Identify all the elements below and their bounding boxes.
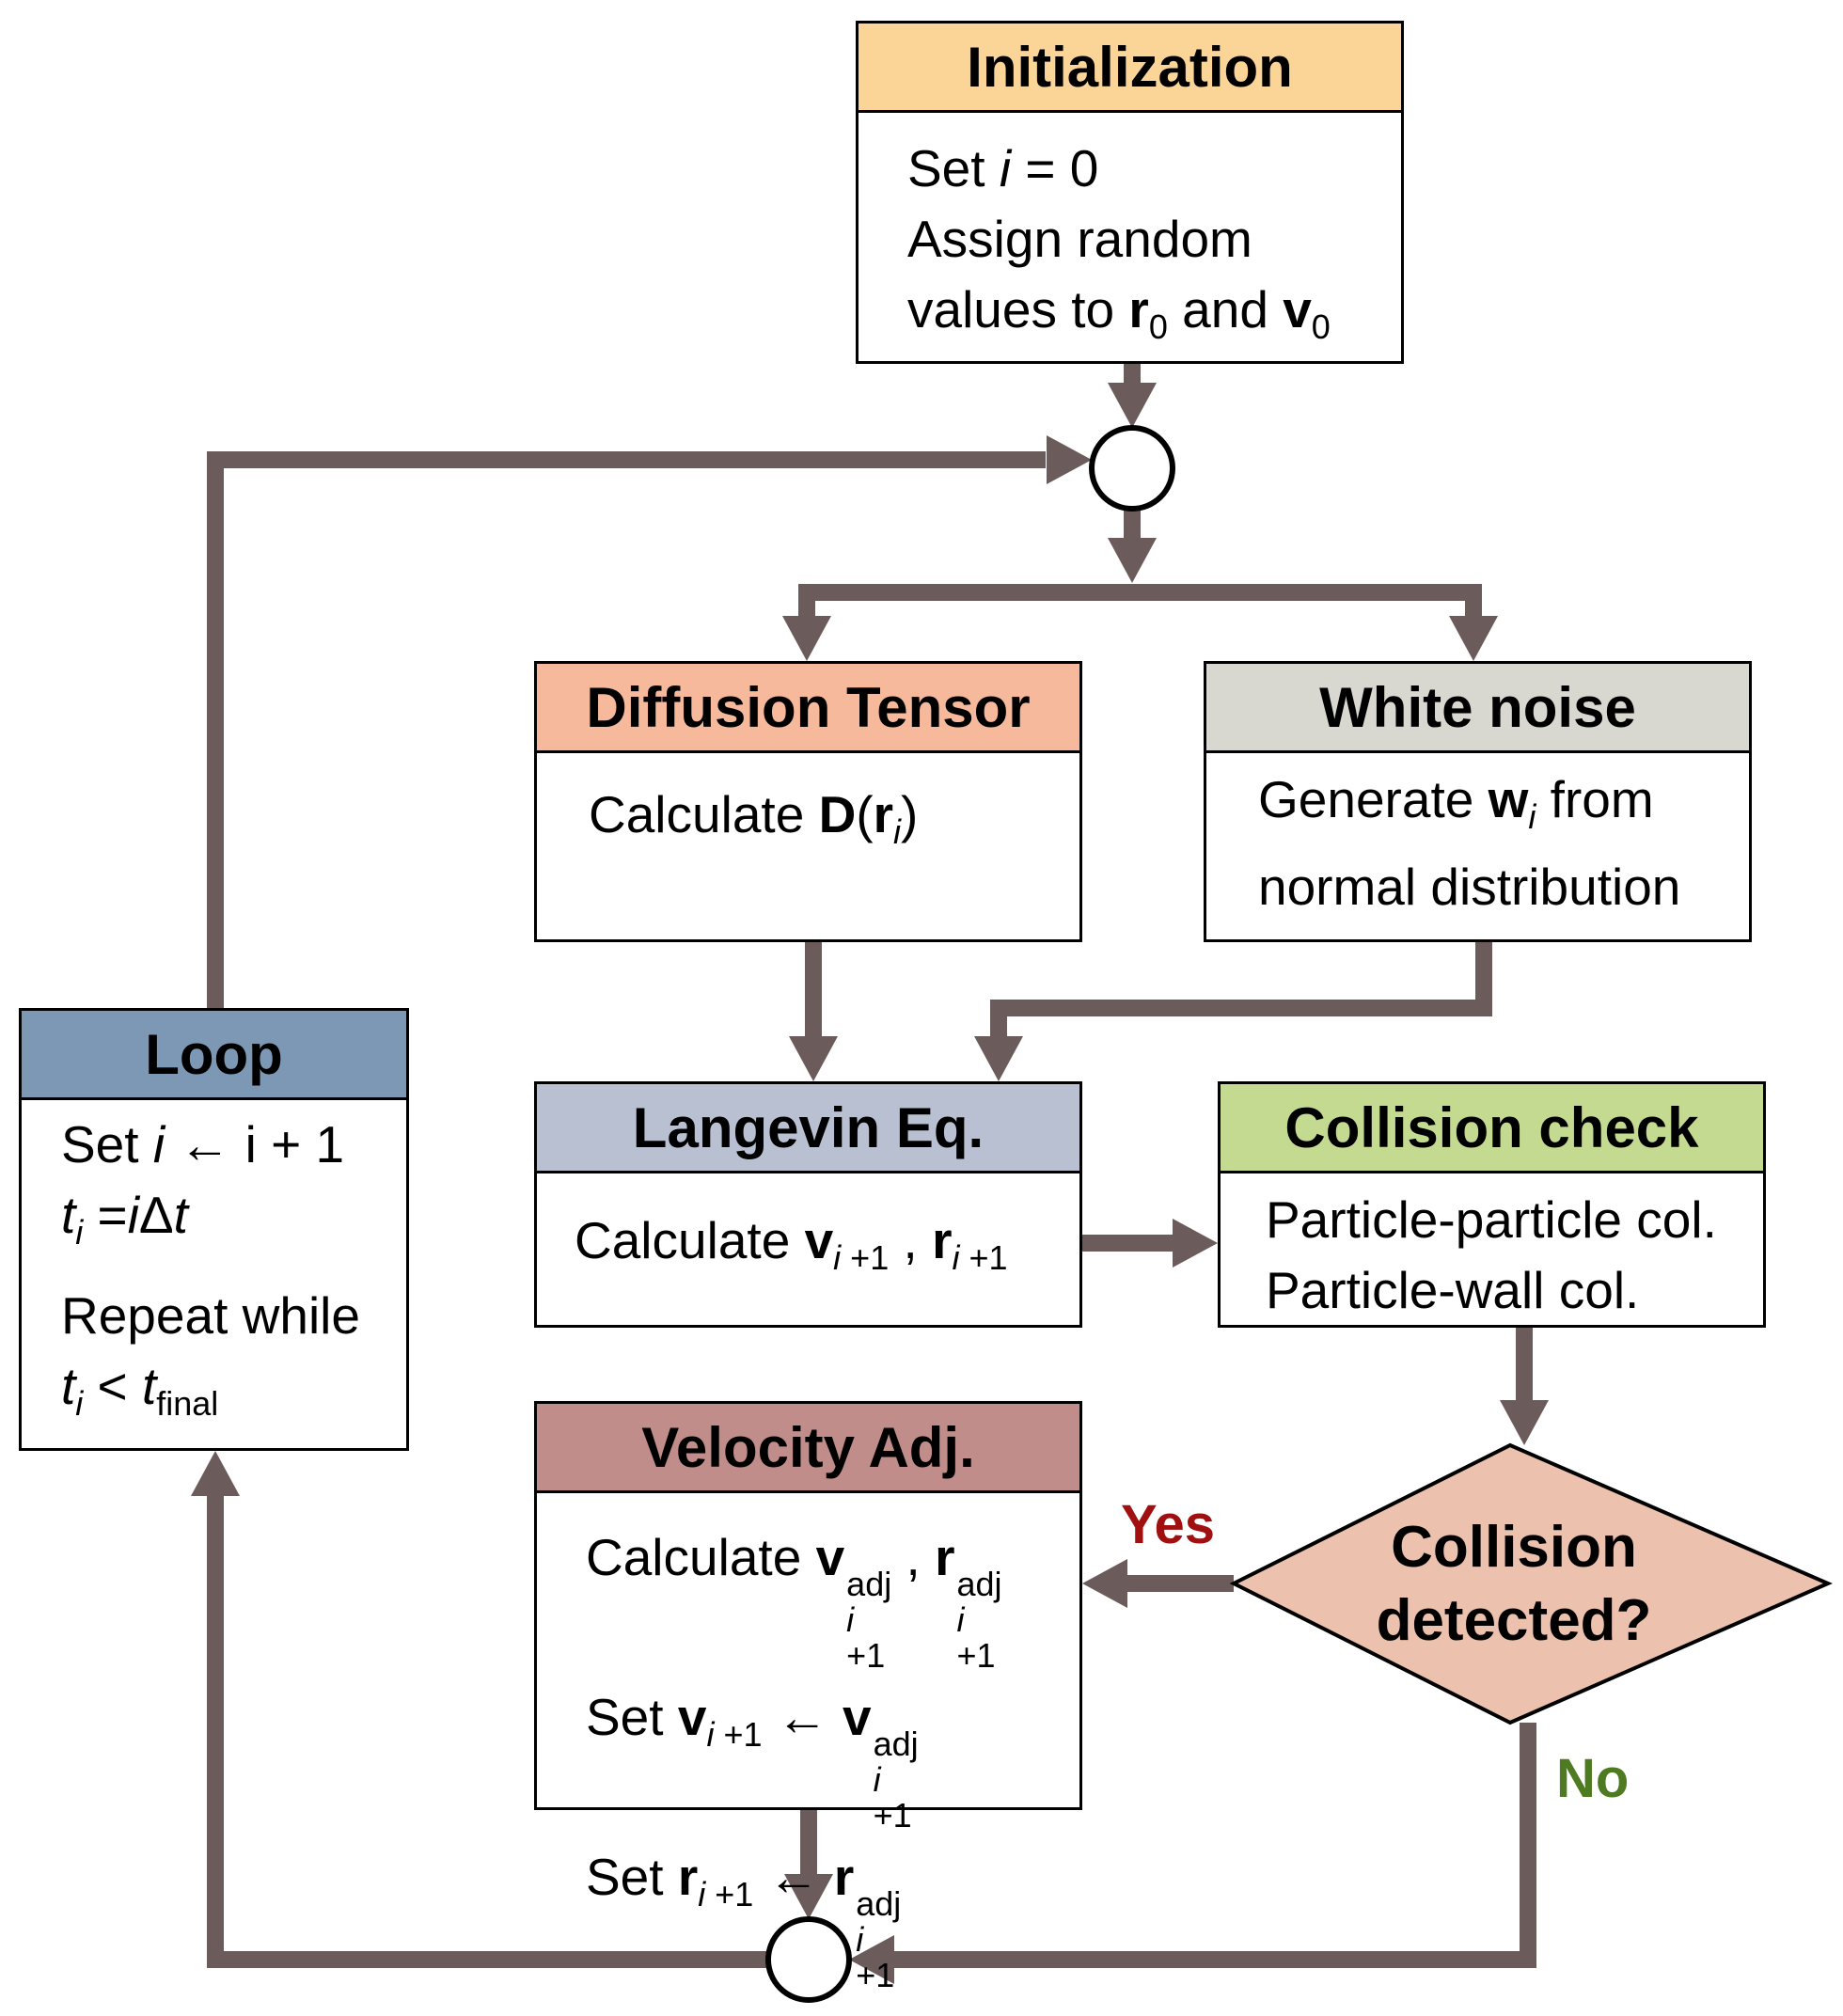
loop-line-time: ti =iΔt xyxy=(61,1186,188,1252)
arrowhead-into-white-noise xyxy=(1449,616,1498,661)
collision-check-title: Collision check xyxy=(1284,1095,1699,1159)
init-line-assign: Assign random xyxy=(907,210,1252,268)
arrowhead-below-top-junction xyxy=(1108,538,1157,583)
initialization-body: Set i = 0 Assign random values to r0 and… xyxy=(858,113,1401,383)
connector-junction-to-loop xyxy=(207,1493,768,1968)
arrowhead-into-loop xyxy=(191,1451,240,1496)
langevin-body: Calculate vi +1 , ri +1 xyxy=(537,1173,1079,1325)
white-noise-box: White noise Generate wi from normal dist… xyxy=(1204,661,1752,942)
langevin-title: Langevin Eq. xyxy=(632,1095,985,1159)
yes-branch-label: Yes xyxy=(1121,1494,1215,1555)
loop-line-condition: ti < tfinal xyxy=(61,1357,219,1423)
initialization-title: Initialization xyxy=(967,35,1293,99)
white-noise-distribution-line: normal distribution xyxy=(1258,858,1681,916)
langevin-box: Langevin Eq. Calculate vi +1 , ri +1 xyxy=(534,1081,1082,1328)
arrowhead-into-top-junction-from-init xyxy=(1108,383,1157,428)
loop-header: Loop xyxy=(22,1011,406,1100)
decision-line2: detected? xyxy=(1376,1588,1652,1653)
arrowhead-into-langevin-right xyxy=(974,1036,1023,1081)
white-noise-header: White noise xyxy=(1206,664,1749,753)
arrowhead-into-bottom-junction-from-no xyxy=(849,1935,894,1984)
collision-check-particle-wall: Particle-wall col. xyxy=(1266,1261,1640,1319)
connector-split-bar xyxy=(798,584,1482,625)
diffusion-tensor-box: Diffusion Tensor Calculate D(ri) xyxy=(534,661,1082,942)
collision-decision-label: Collision detected? xyxy=(1255,1500,1772,1669)
collision-check-particle-particle: Particle-particle col. xyxy=(1266,1190,1717,1249)
collision-check-box: Collision check Particle-particle col. P… xyxy=(1218,1081,1766,1328)
arrowhead-into-diffusion xyxy=(782,616,831,661)
white-noise-body: Generate wi from normal distribution xyxy=(1206,753,1749,934)
diffusion-tensor-body: Calculate D(ri) xyxy=(537,753,1079,893)
collision-check-body: Particle-particle col. Particle-wall col… xyxy=(1221,1173,1763,1337)
arrowhead-into-langevin-left xyxy=(789,1036,838,1081)
velocity-adj-title: Velocity Adj. xyxy=(641,1415,975,1479)
collision-decision-diamond xyxy=(1229,1442,1834,1725)
loop-title: Loop xyxy=(145,1022,283,1086)
init-line-values: values to r0 and v0 xyxy=(907,280,1331,346)
connector-noise-to-langevin xyxy=(990,942,1492,1041)
loop-box: Loop Set i ← i + 1 ti =iΔt Repeat while … xyxy=(19,1008,409,1451)
arrowhead-into-top-junction-from-loop xyxy=(1047,435,1092,484)
connector-decision-no xyxy=(889,1723,1536,1968)
loop-line-repeat: Repeat while xyxy=(61,1286,360,1345)
loop-junction-top xyxy=(1089,425,1175,512)
langevin-calc-line: Calculate vi +1 , ri +1 xyxy=(575,1211,1008,1277)
diffusion-tensor-header: Diffusion Tensor xyxy=(537,664,1079,753)
connector-loop-to-junction xyxy=(207,451,1046,1008)
collision-check-header: Collision check xyxy=(1221,1084,1763,1173)
diffusion-tensor-title: Diffusion Tensor xyxy=(586,675,1031,739)
white-noise-title: White noise xyxy=(1319,675,1636,739)
diffusion-calc-line: Calculate D(ri) xyxy=(589,785,919,851)
langevin-header: Langevin Eq. xyxy=(537,1084,1079,1173)
velocity-adj-header: Velocity Adj. xyxy=(537,1404,1079,1493)
loop-line-increment: Set i ← i + 1 xyxy=(61,1115,345,1173)
arrowhead-into-decision xyxy=(1500,1400,1549,1445)
arrowhead-into-bottom-junction-from-velocity xyxy=(784,1874,833,1919)
arrowhead-into-collision-check xyxy=(1173,1219,1218,1268)
white-noise-generate-line: Generate wi from xyxy=(1258,770,1654,836)
decision-line1: Collision xyxy=(1391,1515,1637,1580)
loop-body: Set i ← i + 1 ti =iΔt Repeat while ti < … xyxy=(22,1100,406,1448)
arrowhead-into-velocity-adj xyxy=(1082,1559,1127,1608)
loop-junction-bottom xyxy=(765,1916,852,2003)
initialization-header: Initialization xyxy=(858,24,1401,113)
no-branch-label: No xyxy=(1556,1748,1630,1809)
init-line-set-i: Set i = 0 xyxy=(907,139,1099,197)
initialization-box: Initialization Set i = 0 Assign random v… xyxy=(856,21,1404,364)
